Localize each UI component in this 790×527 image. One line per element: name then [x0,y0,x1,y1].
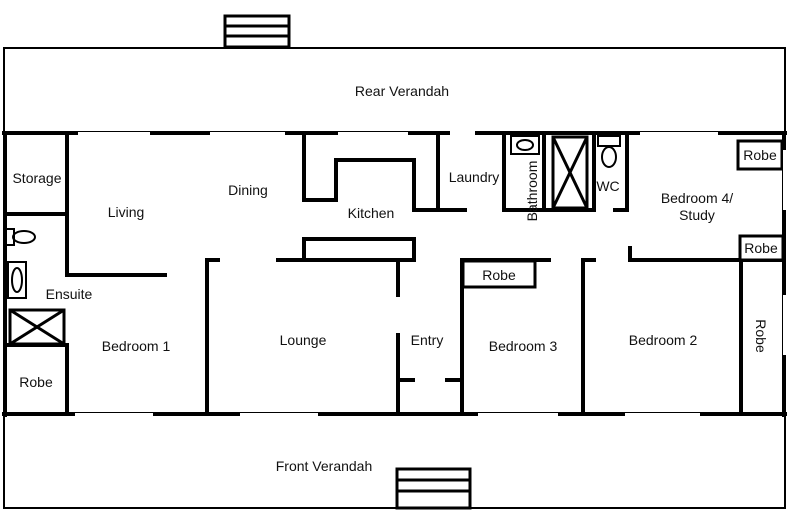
robe-boxes [461,139,785,289]
bedroom2-label: Bedroom 2 [629,332,698,348]
bedroom3-label: Bedroom 3 [489,338,558,354]
robe-bedroom4-top-label: Robe [743,147,777,163]
wc-label: WC [596,178,619,194]
living-label: Living [108,204,145,220]
ensuite-label: Ensuite [46,286,93,302]
lounge-label: Lounge [280,332,327,348]
windows [75,132,786,416]
rear-verandah [3,47,786,132]
bathroom-basin-icon [510,135,540,155]
dining-label: Dining [228,182,268,198]
storage-label: Storage [12,170,61,186]
kitchen-label: Kitchen [348,205,395,221]
shower-icon [8,308,66,346]
wc-toilet-icon [597,135,621,168]
front-verandah [3,416,786,509]
rear-steps [223,14,291,49]
bedroom4-label-line1: Bedroom 4/ [661,190,733,206]
robe-bedroom4-bottom-label: Robe [744,240,778,256]
laundry-label: Laundry [449,169,500,185]
front-steps [395,467,472,510]
bedroom1-label: Bedroom 1 [102,338,171,354]
house-walls [2,131,787,417]
kitchen-bench [302,237,416,262]
basin-icon [7,261,27,299]
toilet-icon [5,228,36,246]
bathroom-shower-icon [551,135,589,210]
entry-label: Entry [411,332,444,348]
robe-bedroom3-label: Robe [482,267,516,283]
bathroom-label: Bathroom [524,161,540,222]
front-verandah-label: Front Verandah [276,458,373,474]
robe-bedroom1-label: Robe [19,374,53,390]
bedroom4-label-line2: Study [679,207,715,223]
robe-bedroom2-side-label: Robe [753,319,769,353]
rear-verandah-label: Rear Verandah [355,83,449,99]
